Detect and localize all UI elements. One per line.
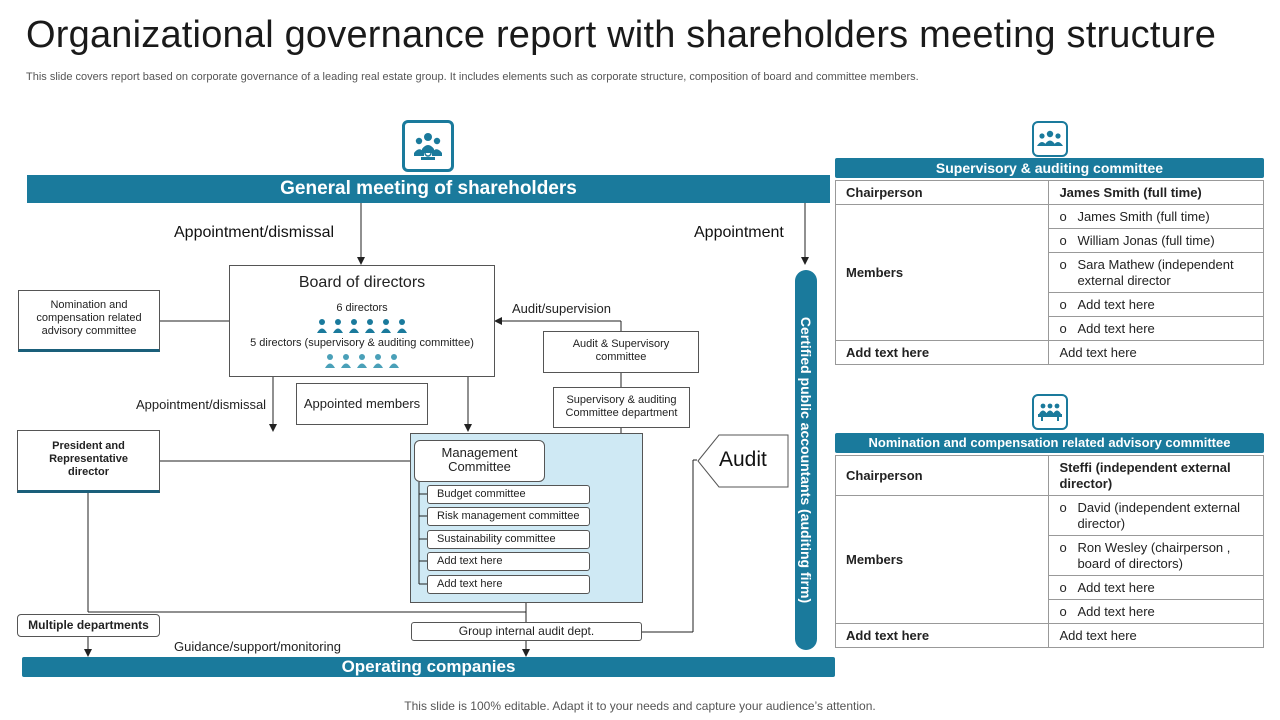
sup-extra-label: Add text here xyxy=(834,340,1050,365)
sup-member: Sara Mathew (independent external direct… xyxy=(1077,256,1234,288)
supervisory-dept-box: Supervisory & auditing Committee departm… xyxy=(553,387,690,428)
audit-supervision-label: Audit/supervision xyxy=(512,301,611,316)
sup-member: William Jonas (full time) xyxy=(1077,233,1215,248)
nom-extra-label: Add text here xyxy=(834,623,1050,648)
group-icon xyxy=(1032,121,1068,157)
nomination-committee-heading: Nomination and compensation related advi… xyxy=(835,433,1264,453)
nomination-committee-table: Chairperson Steffi (independent external… xyxy=(834,455,1264,648)
nomination-advisory-box: Nomination and compensation related advi… xyxy=(18,290,160,352)
footer-note: This slide is 100% editable. Adapt it to… xyxy=(404,699,876,713)
management-item: Risk management committee xyxy=(427,507,590,526)
management-item: Budget committee xyxy=(427,485,590,504)
page-title: Organizational governance report with sh… xyxy=(26,14,1217,56)
page-subtitle: This slide covers report based on corpor… xyxy=(26,71,919,83)
nom-member: David (independent external director) xyxy=(1077,499,1241,531)
nom-chair-label: Chairperson xyxy=(834,455,1050,496)
audit-arrow-shape xyxy=(697,434,789,488)
directors-person-icons xyxy=(230,318,494,334)
audit-label: Audit xyxy=(719,448,767,471)
sup-chair-label: Chairperson xyxy=(834,180,1050,205)
appointment-dismissal-label: Appointment/dismissal xyxy=(174,224,335,241)
cpa-label: Certified public accountants (auditing f… xyxy=(798,316,814,604)
nom-members-label: Members xyxy=(834,495,1050,624)
committee-person-icons xyxy=(230,353,494,369)
meeting-icon xyxy=(402,120,454,172)
cpa-bar xyxy=(795,270,817,650)
management-tree-lines xyxy=(418,482,427,585)
nom-extra-value: Add text here xyxy=(1048,623,1264,648)
management-item: Add text here xyxy=(427,552,590,571)
management-committee-label: Management Committee xyxy=(414,440,545,482)
supervisory-committee-table: Chairperson James Smith (full time) Memb… xyxy=(834,180,1264,365)
nom-member: Add text here xyxy=(1077,604,1155,619)
nom-chair-value: Steffi (independent external director) xyxy=(1048,455,1264,496)
nom-member: Add text here xyxy=(1077,580,1155,595)
appointment-label: Appointment xyxy=(694,224,784,241)
group-audit-box: Group internal audit dept. xyxy=(411,622,642,641)
sup-member: Add text here xyxy=(1077,321,1155,336)
sup-members-label: Members xyxy=(834,204,1050,341)
management-item: Add text here xyxy=(427,575,590,594)
general-meeting-bar: General meeting of shareholders xyxy=(27,175,830,203)
sup-chair-value: James Smith (full time) xyxy=(1048,180,1264,205)
nom-member: Ron Wesley (chairperson , board of direc… xyxy=(1077,539,1231,571)
appointment-dismissal-mid-label: Appointment/dismissal xyxy=(136,397,267,412)
sup-member: James Smith (full time) xyxy=(1077,209,1210,224)
board-directors-count: 6 directors xyxy=(336,302,388,314)
board-title: Board of directors xyxy=(298,274,426,291)
president-box: President and Representative director xyxy=(17,430,160,493)
board-of-directors-box: Board of directors 6 directors 5 directo… xyxy=(229,265,495,377)
operating-companies-bar: Operating companies xyxy=(22,657,835,677)
multiple-departments-box: Multiple departments xyxy=(17,614,160,637)
board-directors-detail: 5 directors (supervisory & auditing comm… xyxy=(250,337,474,349)
management-item: Sustainability committee xyxy=(427,530,590,549)
sup-member: Add text here xyxy=(1077,297,1155,312)
supervisory-committee-heading: Supervisory & auditing committee xyxy=(835,158,1264,178)
sup-extra-value: Add text here xyxy=(1048,340,1264,365)
appointed-members-box: Appointed members xyxy=(296,383,428,425)
audit-supervisory-committee-box: Audit & Supervisory committee xyxy=(543,331,699,373)
guidance-label: Guidance/support/monitoring xyxy=(174,639,341,654)
board-meeting-icon xyxy=(1032,394,1068,430)
